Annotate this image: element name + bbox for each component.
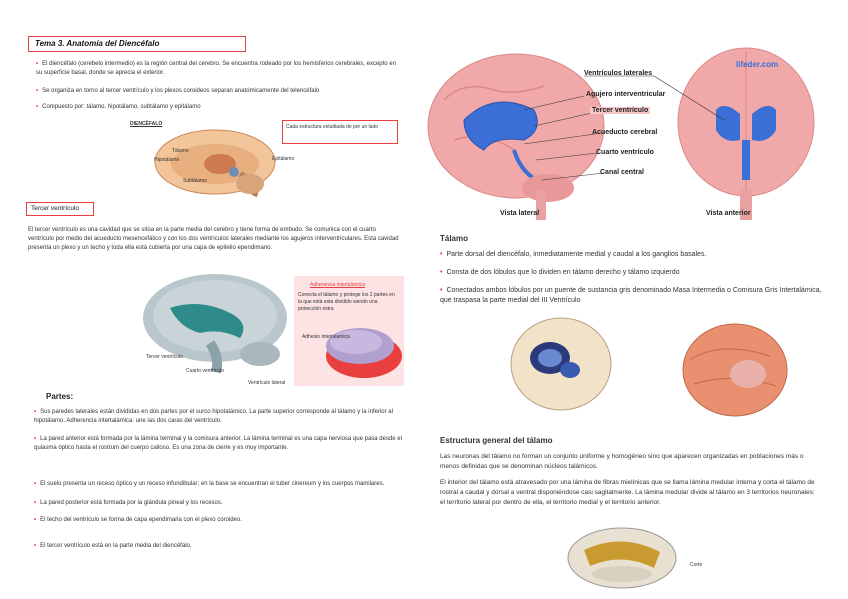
list-item: •El tercer ventrículo está en la parte m… [34,543,192,549]
label-canal-central: Canal central [600,169,644,176]
label-agujero: Agujero interventricular [586,91,666,98]
adhesion-panel: Adherencia intertalámica Conecta el tála… [294,276,404,386]
list-item: •El diencéfalo (cerebelo intermedio) es … [36,61,396,76]
label-ventriculo-lateral: Ventrículo lateral [248,380,286,386]
section-title: Tercer ventrículo [26,202,94,216]
view-lateral-label: Vista lateral [500,210,540,217]
ventricles-illustration [427,47,815,220]
label-hipotalamo: Hipotálamo [154,157,180,163]
label-tercer-ventriculo-r: Tercer ventrículo [590,107,651,114]
bullet-text: Compuesto por: tálamo, hipotálamo, subtá… [42,104,201,110]
list-item: •El suelo presenta un receso óptico y un… [34,481,385,487]
label-tercer-ventriculo: Tercer ventrículo [146,354,183,360]
list-item: •El techo del ventrículo se forma de cap… [34,517,242,523]
list-item: •Conectados ambos lóbulos por un puente … [440,287,822,304]
bullet-text: La pared posterior está formada por la g… [40,500,223,506]
list-item: •Consta de dos lóbulos que lo dividen en… [440,269,680,276]
bullet-text: Se organiza en torno al tercer ventrícul… [42,88,320,94]
bullet-text: El tercer ventrículo está en la parte me… [40,543,192,549]
list-item: •Parte dorsal del diencéfalo, inmediatam… [440,251,707,258]
figure-caption-corte: Corte [690,562,703,568]
bullet-text: El techo del ventrículo se forma de capa… [40,517,242,523]
section-paragraph: El tercer ventrículo es una cavidad que … [28,227,399,251]
thalamus-figure [326,328,402,378]
bullet-text: Sus paredes laterales están divididas en… [34,409,393,424]
bullet-text: Parte dorsal del diencéfalo, inmediatame… [446,251,707,258]
diencephalon-figure [154,129,276,198]
label-adhesio: Adhesio intertalamica [302,334,350,340]
partes-title: Partes: [46,392,74,401]
page-title: Tema 3. Anatomía del Diencéfalo [28,36,246,52]
brand-logo: lifeder.com [736,60,779,69]
label-cuarto-ventriculo: Cuarto ventrículo [186,368,225,374]
bullet-text: La pared anterior está formada por la lá… [34,436,402,451]
note-box: Cada estructura estudiada de por un lado [282,120,398,144]
label-acueducto: Acueducto cerebral [592,129,658,136]
list-item: •La pared anterior está formada por la l… [34,436,402,451]
list-item: •Sus paredes laterales están divididas e… [34,409,393,424]
list-item: •Se organiza en torno al tercer ventrícu… [36,88,320,94]
label-cuarto-ventriculo-r: Cuarto ventrículo [596,149,654,156]
thalamus-nuclei-figure [510,317,612,411]
estructura-paragraph-2: El interior del tálamo está atravesado p… [440,479,815,506]
estructura-title: Estructura general del tálamo [440,436,553,445]
estructura-paragraph-1: Las neuronas del tálamo no forman un con… [440,453,804,470]
note-title: Adherencia intertalámica [310,282,366,288]
bullet-text: Conectados ambos lóbulos por un puente d… [440,287,822,304]
label-epitalamo: Epitálamo [272,156,295,162]
bullet-text: Consta de dos lóbulos que lo dividen en … [446,269,680,276]
bullet-text: El suelo presenta un receso óptico y un … [40,481,385,487]
figure-caption: DIENCÉFALO [130,121,163,127]
list-item: •Compuesto por: tálamo, hipotálamo, subt… [36,104,201,110]
label-ventriculos-laterales: Ventrículos laterales [584,70,653,77]
thalamus-section-figure [567,527,677,589]
view-anterior-label: Vista anterior [706,210,751,217]
note-text: Conecta el tálamo y protege los 2 partes… [298,292,395,312]
talamo-title: Tálamo [440,234,469,243]
thalamus-brain-figure [682,323,788,417]
bullet-text: El diencéfalo (cerebelo intermedio) es l… [36,61,396,76]
label-subtalamo: Subtálamo [183,178,207,184]
label-talamo: Tálamo [172,148,189,154]
list-item: •La pared posterior está formada por la … [34,500,223,506]
brain-ventricles-figure [143,274,287,374]
